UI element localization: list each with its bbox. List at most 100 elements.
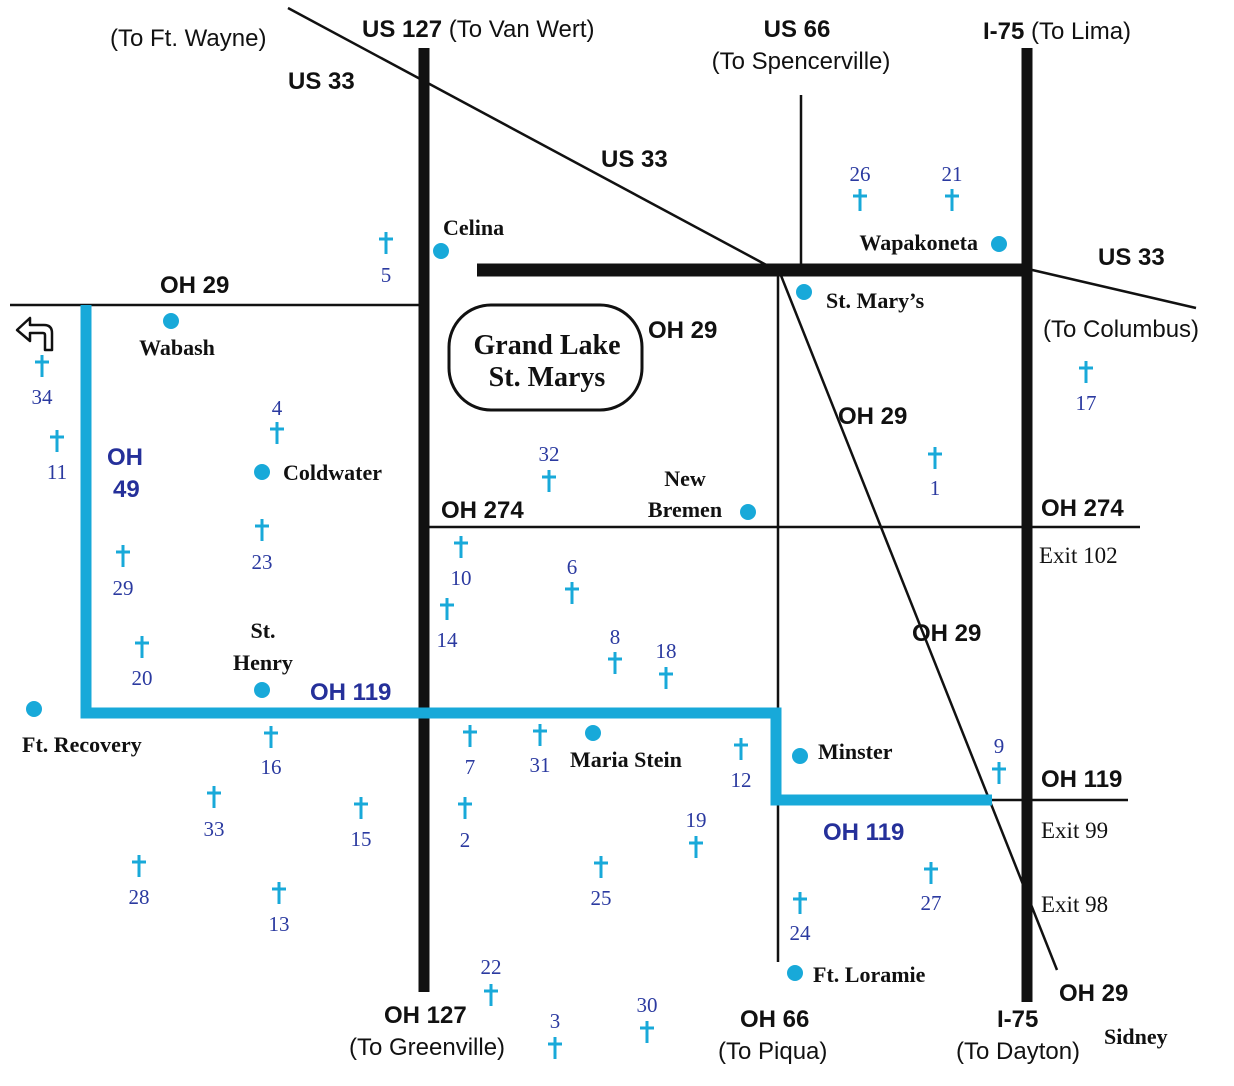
church-cross-icon	[565, 582, 579, 604]
label-oh29-west: OH 29	[160, 272, 229, 299]
turn-left-arrow-icon	[15, 316, 54, 352]
label-i75-north: I-75 (To Lima)	[983, 18, 1131, 45]
church-marker: 23	[252, 519, 273, 574]
church-cross-icon	[132, 855, 146, 877]
label-to-lima: (To Lima)	[1024, 18, 1131, 45]
town-ft-recovery: Ft. Recovery	[22, 732, 142, 757]
church-marker: 10	[451, 536, 472, 590]
town-dot-ft-loramie	[787, 965, 803, 981]
church-marker: 20	[132, 636, 153, 690]
label-to-columbus: (To Columbus)	[1043, 316, 1199, 343]
church-number: 31	[530, 753, 551, 777]
church-marker: 5	[379, 232, 393, 287]
church-number: 24	[790, 921, 812, 945]
church-cross-icon	[542, 470, 556, 492]
label-oh29-south: OH 29	[912, 620, 981, 647]
church-marker: 7	[463, 725, 477, 779]
church-marker: 17	[1076, 361, 1097, 415]
label-to-dayton: (To Dayton)	[956, 1038, 1080, 1065]
church-cross-icon	[440, 598, 454, 620]
label-oh274-east: OH 274	[1041, 495, 1124, 522]
town-dot-new-bremen	[740, 504, 756, 520]
label-us33: US 33	[288, 68, 355, 95]
church-number: 9	[994, 734, 1005, 758]
church-cross-icon	[548, 1037, 562, 1059]
town-dot-st-henry	[254, 682, 270, 698]
lake-label-line1: Grand Lake	[473, 330, 620, 361]
label-i75-south: I-75	[997, 1006, 1038, 1033]
church-marker: 32	[539, 442, 560, 492]
church-cross-icon	[484, 984, 498, 1006]
church-cross-icon	[116, 545, 130, 567]
church-number: 12	[731, 768, 752, 792]
town-new-bremen-line1: New	[664, 466, 706, 491]
church-marker: 27	[921, 862, 942, 915]
town-wapakoneta: Wapakoneta	[859, 230, 978, 255]
church-number: 27	[921, 891, 942, 915]
church-marker: 3	[548, 1009, 562, 1059]
church-number: 7	[465, 755, 476, 779]
town-dot-wabash	[163, 313, 179, 329]
church-marker: 31	[530, 724, 551, 777]
church-number: 22	[481, 955, 502, 979]
church-cross-icon	[659, 667, 673, 689]
church-cross-icon	[379, 232, 393, 254]
town-new-bremen-line2: Bremen	[648, 497, 722, 522]
town-sidney: Sidney	[1104, 1024, 1168, 1049]
town-dot-ft-recovery	[26, 701, 42, 717]
church-marker: 28	[129, 855, 150, 909]
label-us66: US 66	[764, 16, 831, 43]
church-number: 13	[269, 912, 290, 936]
label-us33-east: US 33	[1098, 244, 1165, 271]
highlighted-route	[80, 305, 992, 806]
label-to-ft-wayne: (To Ft. Wayne)	[110, 25, 266, 52]
road-us33-west	[287, 6, 773, 270]
town-dot-coldwater	[254, 464, 270, 480]
church-marker: 30	[637, 993, 658, 1043]
label-oh49-line1: OH	[107, 444, 143, 471]
town-st-henry-line2: Henry	[233, 650, 293, 675]
church-number: 34	[32, 385, 54, 409]
label-exit-99: Exit 99	[1041, 818, 1108, 843]
church-marker: 26	[850, 162, 871, 211]
church-marker: 34	[32, 355, 54, 409]
church-marker: 9	[992, 734, 1006, 784]
church-number: 11	[47, 460, 67, 484]
church-marker: 13	[269, 882, 290, 936]
lake-outline	[447, 303, 644, 412]
church-cross-icon	[463, 725, 477, 747]
church-marker: 1	[928, 447, 942, 500]
church-cross-icon	[255, 519, 269, 541]
church-marker: 4	[270, 396, 284, 444]
lake-label-line2: St. Marys	[489, 362, 606, 393]
label-i75-name: I-75	[983, 18, 1024, 45]
church-marker: 14	[437, 598, 459, 652]
road-labels: (To Ft. Wayne) US 33 US 127 (To Van Wert…	[107, 16, 1199, 1065]
label-oh119-south: OH 119	[823, 819, 904, 846]
label-us33-middle: US 33	[601, 146, 668, 173]
label-oh119-east: OH 119	[1041, 766, 1122, 793]
church-number: 20	[132, 666, 153, 690]
church-marker: 6	[565, 555, 579, 604]
church-number: 29	[113, 576, 134, 600]
town-wabash: Wabash	[139, 335, 215, 360]
label-to-piqua: (To Piqua)	[718, 1038, 827, 1065]
road-us33-east	[1027, 267, 1197, 310]
church-marker: 22	[481, 955, 502, 1006]
church-marker: 25	[591, 856, 612, 910]
church-cross-icon	[354, 797, 368, 819]
label-exit-98: Exit 98	[1041, 892, 1108, 917]
church-cross-icon	[458, 797, 472, 819]
label-us127: US 127 (To Van Wert)	[362, 16, 595, 43]
label-us127-name: US 127	[362, 16, 442, 43]
label-oh29-sidney: OH 29	[1059, 980, 1128, 1007]
church-number: 5	[381, 263, 392, 287]
church-cross-icon	[533, 724, 547, 746]
church-cross-icon	[924, 862, 938, 884]
church-number: 14	[437, 628, 459, 652]
church-cross-icon	[945, 189, 959, 211]
town-dot-minster	[792, 748, 808, 764]
church-marker: 21	[942, 162, 963, 211]
road-oh29-diagonal	[776, 267, 1059, 971]
